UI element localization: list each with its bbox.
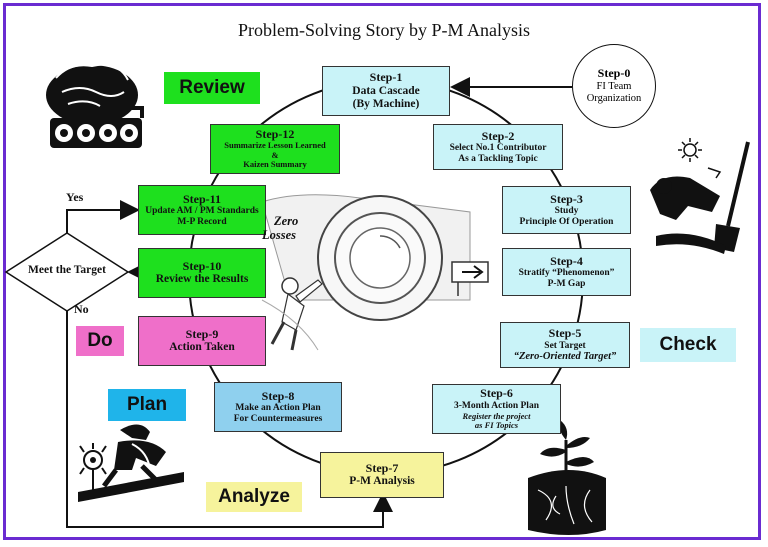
step-2-box: Step-2 Select No.1 Contributor As a Tack… (433, 124, 563, 170)
step-12-line3: Kaizen Summary (243, 159, 307, 170)
decision-yes-label: Yes (66, 190, 84, 204)
gardener-icon (650, 138, 750, 254)
phase-plan: Plan (108, 389, 186, 421)
step-6-line2: Register the project (462, 410, 531, 421)
zero-losses-label: Zero Losses (262, 214, 298, 243)
step-11-box: Step-11 Update AM / PM Standards M-P Rec… (138, 185, 266, 235)
step-3-box: Step-3 Study Principle Of Operation (502, 186, 631, 234)
step-8-line2: For Countermeasures (233, 413, 323, 424)
step-8-line1: Make an Action Plan (235, 403, 321, 414)
step-12-label: Step-12 (255, 127, 295, 141)
phase-check: Check (640, 328, 736, 362)
man-pushing-wheel-icon (261, 194, 489, 351)
step-12-box: Step-12 Summarize Lesson Learned & Kaize… (210, 124, 340, 174)
step-11-line1: Update AM / PM Standards (145, 206, 259, 217)
step-2-line1: Select No.1 Contributor (449, 143, 547, 154)
plant-roots-icon (528, 420, 606, 535)
step-3-line1: Study (554, 206, 579, 217)
runner-icon (78, 424, 184, 502)
team-logo-icon (46, 63, 144, 148)
step-10-line1: Review the Results (155, 273, 249, 286)
step-2-label: Step-2 (481, 128, 515, 143)
step0-label: Step-0 (597, 66, 631, 81)
step0-line1: FI Team (596, 80, 632, 92)
step-6-label: Step-6 (480, 386, 513, 401)
step-5-box: Step-5 Set Target “Zero-Oriented Target” (500, 322, 630, 368)
step-10-box: Step-10 Review the Results (138, 248, 266, 298)
step-11-line2: M-P Record (177, 216, 227, 227)
step-9-box: Step-9 Action Taken (138, 316, 266, 366)
step-4-line2: P-M Gap (547, 278, 586, 289)
step-6-line1: 3-Month Action Plan (454, 400, 539, 411)
step-11-label: Step-11 (182, 191, 221, 206)
step-8-box: Step-8 Make an Action Plan For Counterme… (214, 382, 342, 432)
zero-losses-line1: Zero (274, 214, 299, 228)
step-6-line3: as FI Topics (474, 420, 519, 431)
step-1-line1: Data Cascade (352, 84, 420, 97)
decision-no-label: No (74, 302, 89, 316)
phase-review: Review (164, 72, 260, 104)
step-1-box: Step-1 Data Cascade (By Machine) (322, 66, 450, 116)
step-2-line2: As a Tackling Topic (458, 153, 538, 164)
phase-do: Do (76, 326, 124, 356)
diagram-frame (3, 3, 761, 540)
step-10-label: Step-10 (182, 258, 222, 273)
step-7-box: Step-7 P-M Analysis (320, 452, 444, 498)
phase-analyze: Analyze (206, 482, 302, 512)
step-12-line2: & (271, 149, 279, 160)
step-3-line2: Principle Of Operation (519, 216, 614, 227)
decision-text: Meet the Target (28, 264, 106, 276)
step-8-label: Step-8 (261, 388, 295, 403)
zero-losses-line2: Losses (262, 228, 297, 243)
step-3-label: Step-3 (550, 191, 583, 206)
step-9-line1: Action Taken (169, 341, 235, 354)
step-12-line1: Summarize Lesson Learned (224, 140, 326, 151)
yes-path-arrow (66, 200, 140, 233)
step-1-label: Step-1 (369, 70, 403, 85)
step-5-line2: “Zero-Oriented Target” (513, 351, 617, 363)
step-4-box: Step-4 Stratify “Phenomenon” P-M Gap (502, 248, 631, 296)
step-6-box: Step-6 3-Month Action Plan Register the … (432, 384, 561, 434)
no-path-arrow (66, 311, 393, 528)
step-5-label: Step-5 (548, 326, 582, 341)
step-7-line1: P-M Analysis (349, 475, 415, 488)
step-9-label: Step-9 (185, 326, 219, 341)
step-1-line2: (By Machine) (352, 97, 420, 110)
step0-circle: Step-0 FI Team Organization (572, 44, 656, 128)
page-title: Problem-Solving Story by P-M Analysis (237, 20, 531, 40)
step-7-label: Step-7 (365, 460, 399, 475)
step-4-label: Step-4 (550, 253, 583, 268)
step0-line2: Organization (586, 92, 642, 104)
step-4-line1: Stratify “Phenomenon” (518, 268, 615, 279)
step-5-line1: Set Target (544, 340, 586, 351)
